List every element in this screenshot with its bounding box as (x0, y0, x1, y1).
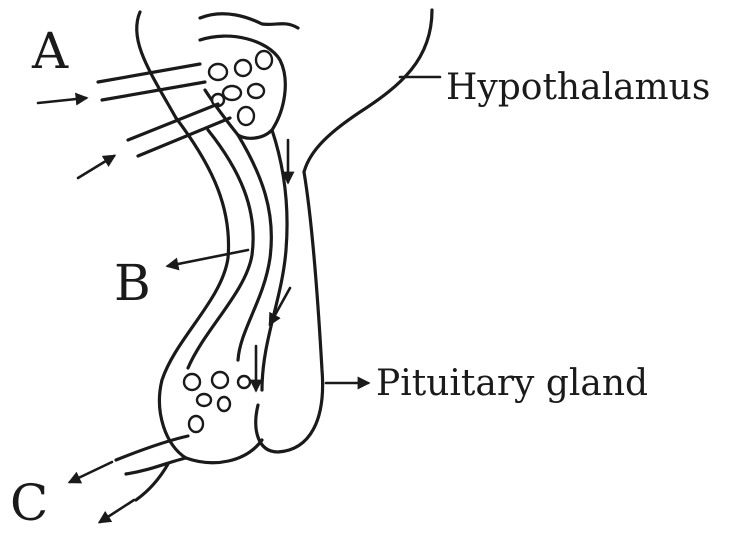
ending-1 (184, 374, 200, 390)
output-arrow-1 (70, 462, 112, 482)
ending-6 (238, 376, 250, 388)
b-arrow (168, 250, 248, 266)
ending-4 (218, 397, 230, 411)
cell-4 (223, 86, 241, 100)
input-arrow-1 (38, 98, 86, 103)
pituitary-outline (186, 172, 323, 463)
neurosecretory-cell-cluster-top (200, 36, 285, 138)
ending-5 (189, 416, 203, 432)
label-hypothalamus: Hypothalamus (446, 70, 710, 106)
input-arrow-2 (78, 156, 114, 178)
output-arrow-2 (100, 500, 134, 522)
label-pituitary-gland: Pituitary gland (376, 366, 648, 402)
label-a: A (32, 26, 68, 76)
ending-2 (212, 372, 228, 388)
output-fibres-c (116, 436, 188, 500)
ending-3 (197, 394, 211, 406)
cell-2 (235, 60, 251, 76)
cell-1 (209, 64, 227, 80)
cell-5 (248, 84, 264, 98)
cell-6 (238, 107, 254, 125)
nerve-ending-cluster-bottom (184, 372, 250, 432)
cell-3 (256, 51, 272, 69)
label-b: B (114, 258, 151, 308)
label-c: C (10, 478, 48, 528)
